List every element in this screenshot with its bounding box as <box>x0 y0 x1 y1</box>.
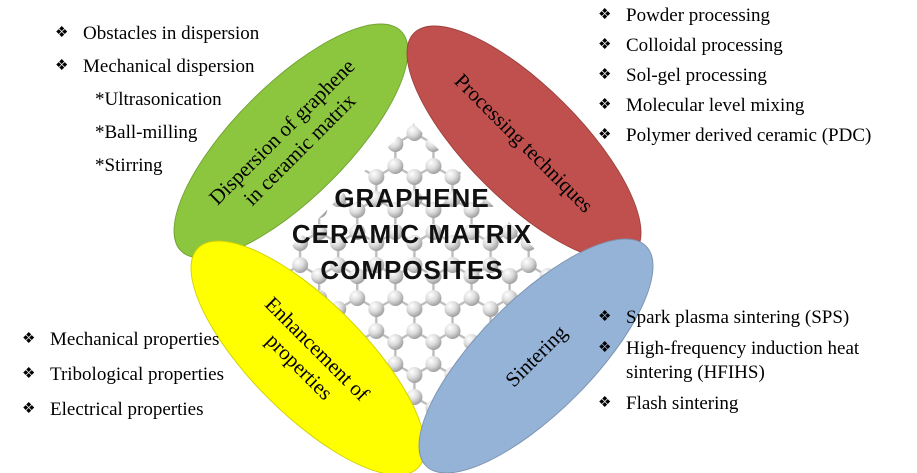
list-item-text: Flash sintering <box>626 392 739 414</box>
center-title-line1: GRAPHENE <box>334 183 490 213</box>
list-item: ❖ Spark plasma sintering (SPS) <box>598 306 871 330</box>
list-item-text: Sol-gel processing <box>626 64 767 86</box>
list-item: ❖ Flash sintering <box>598 392 871 416</box>
ellipse-sintering-label: Sintering <box>500 320 572 392</box>
list-subitem: *Ultrasonication <box>95 88 259 112</box>
list-item: ❖ Tribological properties <box>22 363 224 387</box>
list-item-text: High-frequency induction heat sintering … <box>626 337 860 383</box>
list-item: ❖ Mechanical dispersion <box>55 55 259 79</box>
diamond-bullet-icon: ❖ <box>598 339 612 356</box>
list-item-text: Colloidal processing <box>626 34 783 56</box>
list-item: ❖ Colloidal processing <box>598 34 871 58</box>
list-item-text: Spark plasma sintering (SPS) <box>626 307 850 328</box>
list-item: ❖ Polymer derived ceramic (PDC) <box>598 124 871 148</box>
list-item: ❖ Molecular level mixing <box>598 94 871 118</box>
list-item-text: Mechanical dispersion <box>83 55 255 77</box>
list-item: ❖ Powder processing <box>598 4 871 28</box>
list-item-text: Mechanical properties <box>50 329 220 350</box>
list-item: ❖ High-frequency induction heat sinterin… <box>598 337 871 385</box>
list-item-text: Powder processing <box>626 5 771 26</box>
diamond-bullet-icon: ❖ <box>598 7 612 23</box>
list-item-text: Molecular level mixing <box>626 94 805 116</box>
list-subitem: *Ball-milling <box>95 121 259 145</box>
diamond-bullet-icon: ❖ <box>598 66 612 83</box>
diamond-bullet-icon: ❖ <box>598 126 612 143</box>
diamond-bullet-icon: ❖ <box>22 331 36 347</box>
list-item-text: Polymer derived ceramic (PDC) <box>626 124 872 146</box>
center-title-line2: CERAMIC MATRIX <box>291 218 533 249</box>
diamond-bullet-icon: ❖ <box>598 36 612 53</box>
diamond-bullet-icon: ❖ <box>598 309 612 325</box>
list-item-text: Obstacles in dispersion <box>83 23 260 44</box>
diamond-bullet-icon: ❖ <box>598 96 612 113</box>
list-sintering-methods: ❖ Spark plasma sintering (SPS) ❖ High-fr… <box>598 306 871 423</box>
list-processing-techniques: ❖ Powder processing ❖ Colloidal processi… <box>598 4 871 154</box>
list-item: ❖ Mechanical properties <box>22 328 224 352</box>
center-title: GRAPHENE CERAMIC MATRIX COMPOSITES <box>262 181 562 289</box>
list-subitem-text: *Stirring <box>95 154 163 176</box>
diamond-bullet-icon: ❖ <box>598 394 612 411</box>
center-title-line3: COMPOSITES <box>320 254 504 285</box>
list-item: ❖ Sol-gel processing <box>598 64 871 88</box>
diamond-bullet-icon: ❖ <box>22 365 36 382</box>
list-dispersion-topics: ❖ Obstacles in dispersion ❖ Mechanical d… <box>55 22 259 187</box>
list-enhanced-properties: ❖ Mechanical properties ❖ Tribological p… <box>22 328 224 433</box>
list-item-text: Electrical properties <box>50 398 204 420</box>
diamond-bullet-icon: ❖ <box>55 25 69 41</box>
list-subitem-text: *Ball-milling <box>95 121 198 143</box>
list-item: ❖ Obstacles in dispersion <box>55 22 259 46</box>
list-subitem: *Stirring <box>95 154 259 178</box>
list-subitem-text: *Ultrasonication <box>95 88 222 110</box>
list-item: ❖ Electrical properties <box>22 398 224 422</box>
list-item-text: Tribological properties <box>50 363 224 385</box>
diamond-bullet-icon: ❖ <box>22 400 36 417</box>
diamond-bullet-icon: ❖ <box>55 57 69 74</box>
